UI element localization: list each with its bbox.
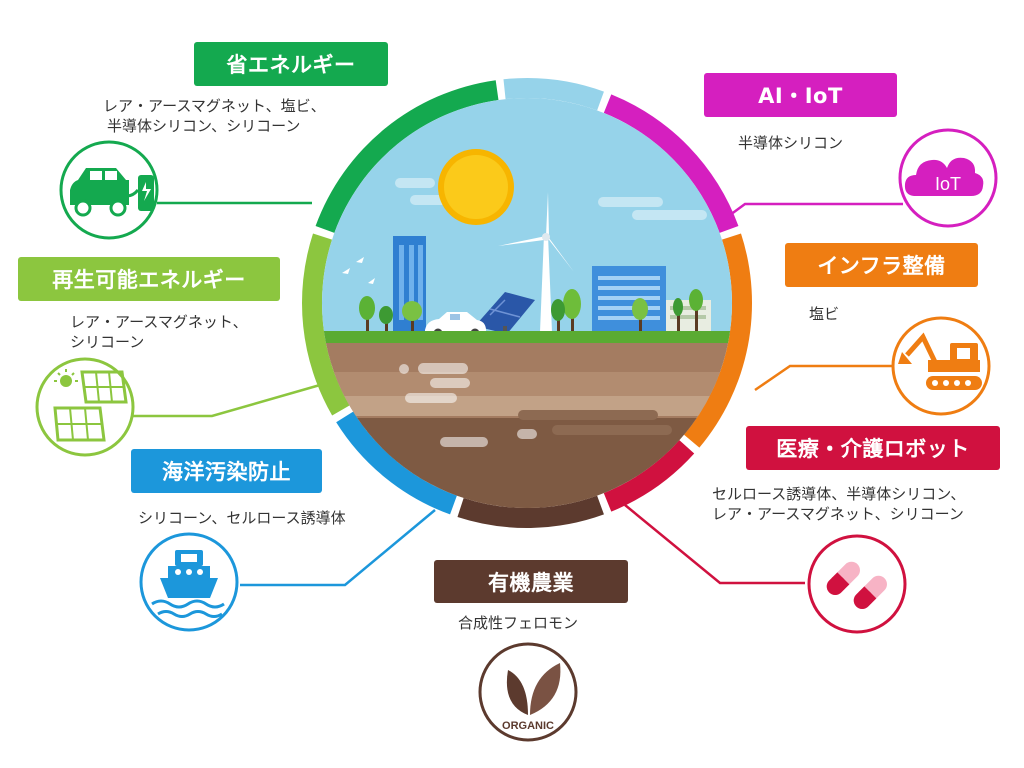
solar-panel-icon xyxy=(35,357,135,457)
ring-segment-infra xyxy=(684,233,752,448)
solar-panel xyxy=(475,292,535,334)
wind-turbine xyxy=(498,192,574,332)
desc-medical: セルロース誘導体、半導体シリコン、 レア・アースマグネット、シリコーン xyxy=(712,485,966,523)
label-renewable: 再生可能エネルギー xyxy=(18,257,280,301)
connector-renewable xyxy=(130,383,321,418)
ship-icon xyxy=(139,532,239,632)
label-agriculture: 有機農業 xyxy=(434,560,628,603)
label-medical: 医療・介護ロボット xyxy=(746,426,1000,470)
label-ocean: 海洋汚染防止 xyxy=(131,449,322,493)
desc-energy-saving: レア・アースマグネット、塩ビ、 半導体シリコン、シリコーン xyxy=(103,97,326,135)
desc-renewable: レア・アースマグネット、 シリコーン xyxy=(70,313,248,351)
category-ring xyxy=(302,78,752,529)
desc-infra: 塩ビ xyxy=(809,305,840,323)
desc-aiiot: 半導体シリコン xyxy=(738,134,844,152)
pill-icon xyxy=(807,534,907,634)
connector-infra xyxy=(754,364,893,392)
ev-charging-icon xyxy=(59,140,159,240)
ring-segment-medical xyxy=(603,440,695,512)
excavator-icon xyxy=(891,316,991,416)
desc-agriculture: 合成性フェロモン xyxy=(458,614,579,632)
ring-segment-ocean xyxy=(336,411,457,515)
ring-segment-aiiot xyxy=(603,94,739,233)
connector-lines xyxy=(130,201,903,587)
connector-medical xyxy=(624,504,805,585)
grass xyxy=(322,331,732,343)
label-aiiot: AI・IoT xyxy=(704,73,897,117)
trees xyxy=(359,289,703,333)
ring-segment-sky xyxy=(503,78,604,111)
iot-text: IoT xyxy=(935,174,961,194)
desc-ocean: シリコーン、セルロース誘導体 xyxy=(138,509,346,527)
connector-ocean xyxy=(240,509,436,587)
ring-segment-agriculture xyxy=(457,495,604,529)
organic-leaf-icon: ORGANIC xyxy=(478,642,578,742)
label-infra: インフラ整備 xyxy=(785,243,978,287)
label-energy-saving: 省エネルギー xyxy=(194,42,388,86)
ring-segment-renewable xyxy=(302,233,350,416)
connector-aiiot xyxy=(729,202,903,217)
organic-label: ORGANIC xyxy=(502,720,554,732)
ring-segment-energy-saving xyxy=(315,80,499,233)
birds xyxy=(342,257,375,284)
iot-cloud-icon: IoT xyxy=(898,128,998,228)
